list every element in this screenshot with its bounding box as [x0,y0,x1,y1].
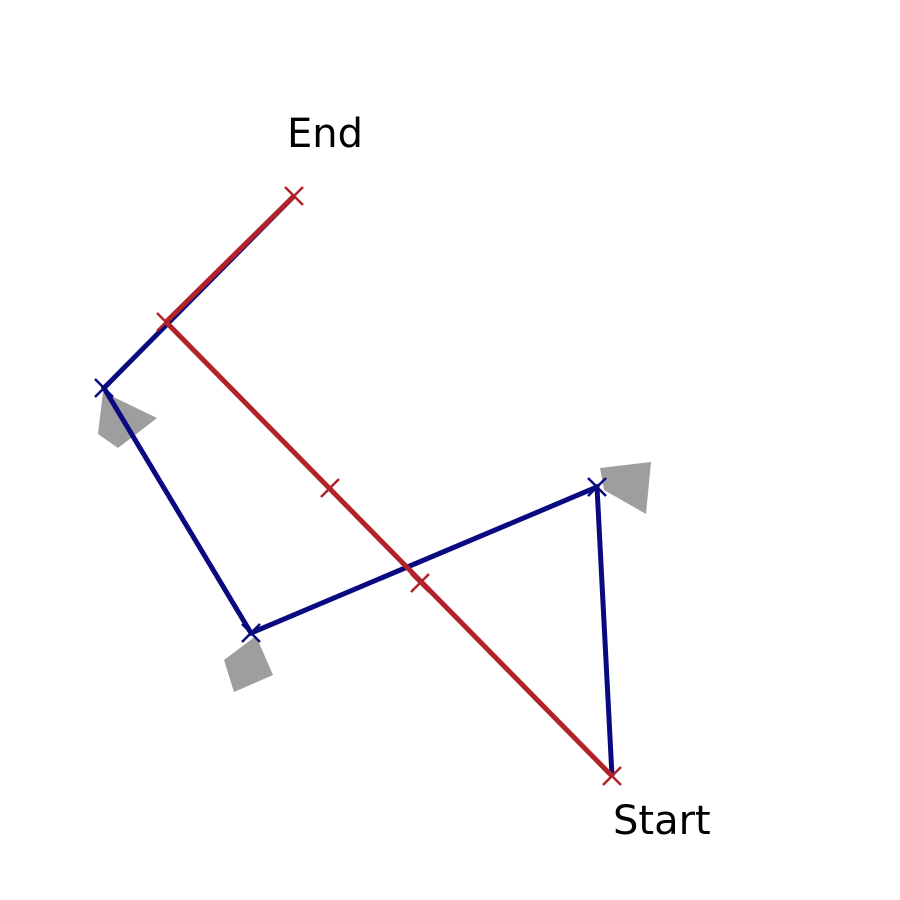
walked-path [94,194,615,777]
direct-path-tick [410,573,430,593]
path-vertex-mark [94,378,114,398]
direct-path-tick [320,478,340,498]
direction-markers [98,392,651,692]
direct-path-tick [156,312,176,332]
direct-path-tick [284,186,304,206]
direction-marker-1 [98,392,157,448]
direct-path-line [164,320,614,778]
direct-path-tick [602,766,622,786]
direction-marker-2 [600,462,651,514]
path-vertex-mark [587,477,607,497]
path-vertex-mark [241,623,261,643]
end-label: End [287,111,363,157]
direct-path-line-upper [164,194,296,324]
direction-marker-3 [224,636,273,692]
walked-path-line [100,194,615,777]
direct-path [156,186,622,786]
start-label: Start [613,798,711,844]
